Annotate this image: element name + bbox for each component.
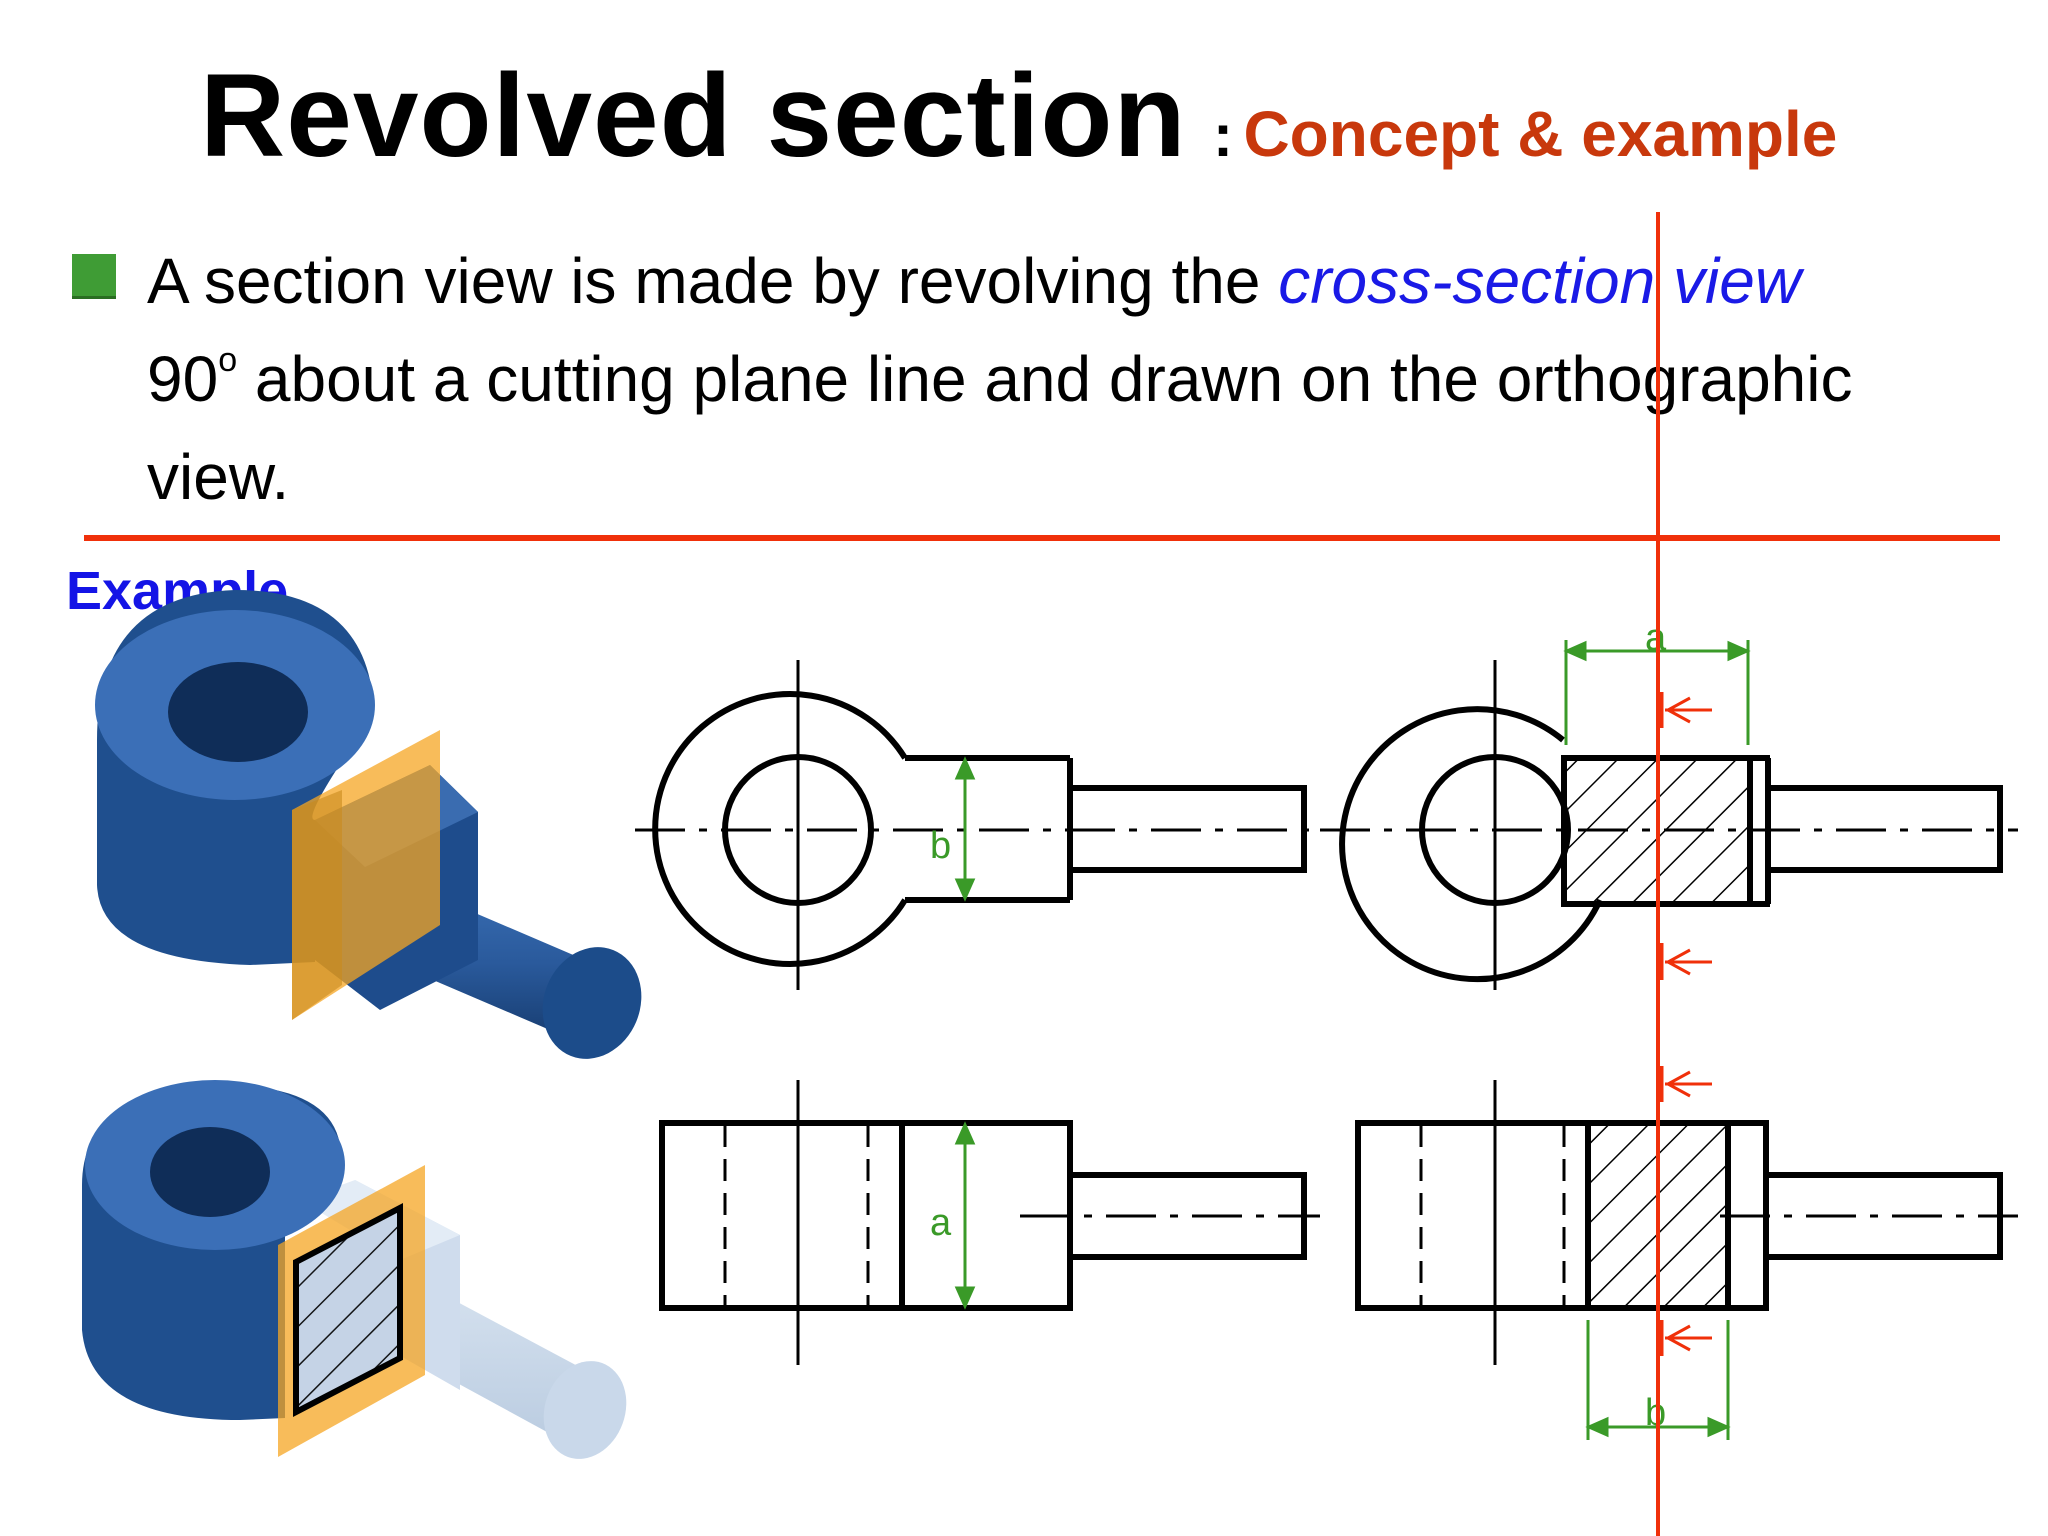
top-view-revolved-centerlines xyxy=(1493,1080,2018,1365)
top-view-hidden-lines xyxy=(723,1125,870,1306)
top-view-centerlines xyxy=(796,1080,1320,1365)
top-view-revolved-hidden xyxy=(1419,1125,1566,1306)
dimension-a-top-view xyxy=(954,1121,976,1310)
dimension-b-label-right: b xyxy=(1645,1392,1666,1434)
bullet-emphasis: cross-section view xyxy=(1278,245,1802,317)
bullet-line1-prefix: A section view is made by revolving the xyxy=(147,245,1261,317)
bullet-square-icon xyxy=(72,254,116,299)
front-view-revolved-centerlines xyxy=(1320,660,2018,990)
dimension-b-label: b xyxy=(930,825,951,867)
isometric-part-bottom xyxy=(82,1080,627,1459)
bullet-paragraph: A section view is made by revolving the … xyxy=(147,232,1997,526)
title-subtitle: Concept & example xyxy=(1243,98,1838,170)
dimension-a-label: a xyxy=(930,1202,952,1244)
cutting-plane-arrows xyxy=(1664,696,1712,1352)
dimension-b-top xyxy=(954,756,976,902)
title-main: Revolved section xyxy=(200,50,1187,182)
bullet-line2-rest: about a cutting plane line and drawn on … xyxy=(254,343,1853,415)
title-separator: : xyxy=(1213,102,1233,169)
front-view-centerlines xyxy=(635,660,1320,990)
bullet-line3: view. xyxy=(147,441,290,513)
isometric-part-top xyxy=(95,590,642,1059)
slide-title: Revolved section : Concept & example xyxy=(200,48,1837,184)
bullet-degree-number: 90 xyxy=(147,343,219,415)
dimension-b-bottom-right xyxy=(1585,1320,1731,1440)
bullet-degree-superscript: o xyxy=(218,341,238,379)
